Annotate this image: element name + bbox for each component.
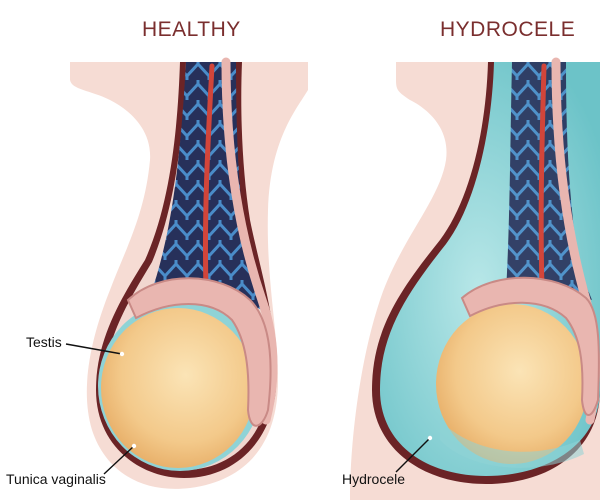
hydrocele-leader-dot — [427, 435, 433, 441]
healthy-vas-deferens — [221, 57, 278, 425]
hydrocele-artery — [538, 63, 547, 293]
hydrocele-testis — [436, 304, 588, 464]
testis-leader-line — [65, 343, 123, 355]
title-healthy: HEALTHY — [142, 18, 241, 41]
hydrocele-leader-line — [395, 437, 431, 473]
hydrocele-fluid-overlay — [440, 420, 584, 468]
healthy-testis — [101, 308, 255, 468]
tunica-leader-line — [103, 445, 135, 475]
hydrocele-epididymis — [460, 276, 600, 416]
tunica-leader-dot — [131, 443, 137, 449]
label-hydrocele: Hydrocele — [342, 471, 406, 487]
healthy-artery — [202, 63, 215, 293]
label-tunica-vaginalis: Tunica vaginalis — [6, 471, 106, 487]
hydrocele-illustration — [350, 57, 600, 500]
healthy-illustration — [65, 57, 308, 489]
healthy-epididymis — [126, 277, 272, 427]
title-hydrocele: HYDROCELE — [440, 18, 576, 41]
label-testis: Testis — [26, 334, 62, 350]
testis-leader-dot — [119, 351, 125, 357]
